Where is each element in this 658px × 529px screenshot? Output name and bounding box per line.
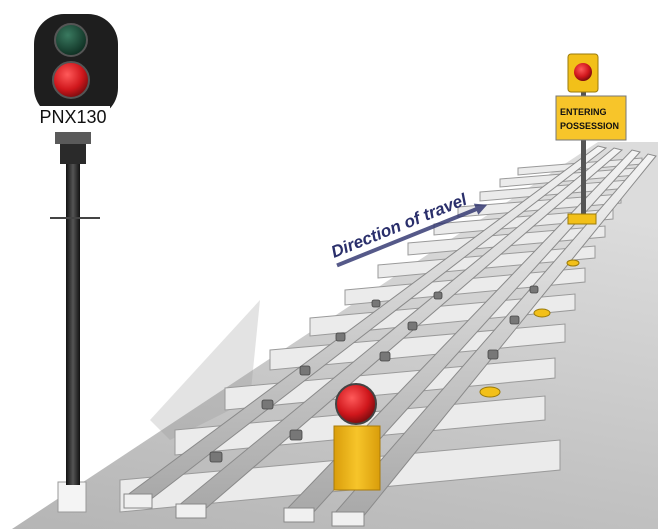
detonator-icon bbox=[534, 309, 550, 317]
lamp-box bbox=[334, 426, 380, 490]
detonator-icon bbox=[567, 260, 579, 266]
id-plate-label: PNX130 bbox=[39, 107, 106, 127]
board-line-1: ENTERING bbox=[560, 107, 607, 117]
red-lamp-icon bbox=[336, 384, 376, 424]
marker-board-icon bbox=[556, 96, 626, 140]
track-red-lamp bbox=[334, 384, 380, 490]
green-aspect-light bbox=[55, 24, 87, 56]
marker-lamp-light bbox=[574, 63, 592, 81]
signal-post-base bbox=[58, 482, 86, 512]
board-line-2: POSSESSION bbox=[560, 121, 619, 131]
detonator-icon bbox=[480, 387, 500, 397]
marker-base bbox=[568, 214, 596, 224]
protection-signal: PNX130 bbox=[34, 14, 118, 512]
red-aspect-light bbox=[53, 62, 89, 98]
signal-post-icon bbox=[66, 160, 80, 485]
